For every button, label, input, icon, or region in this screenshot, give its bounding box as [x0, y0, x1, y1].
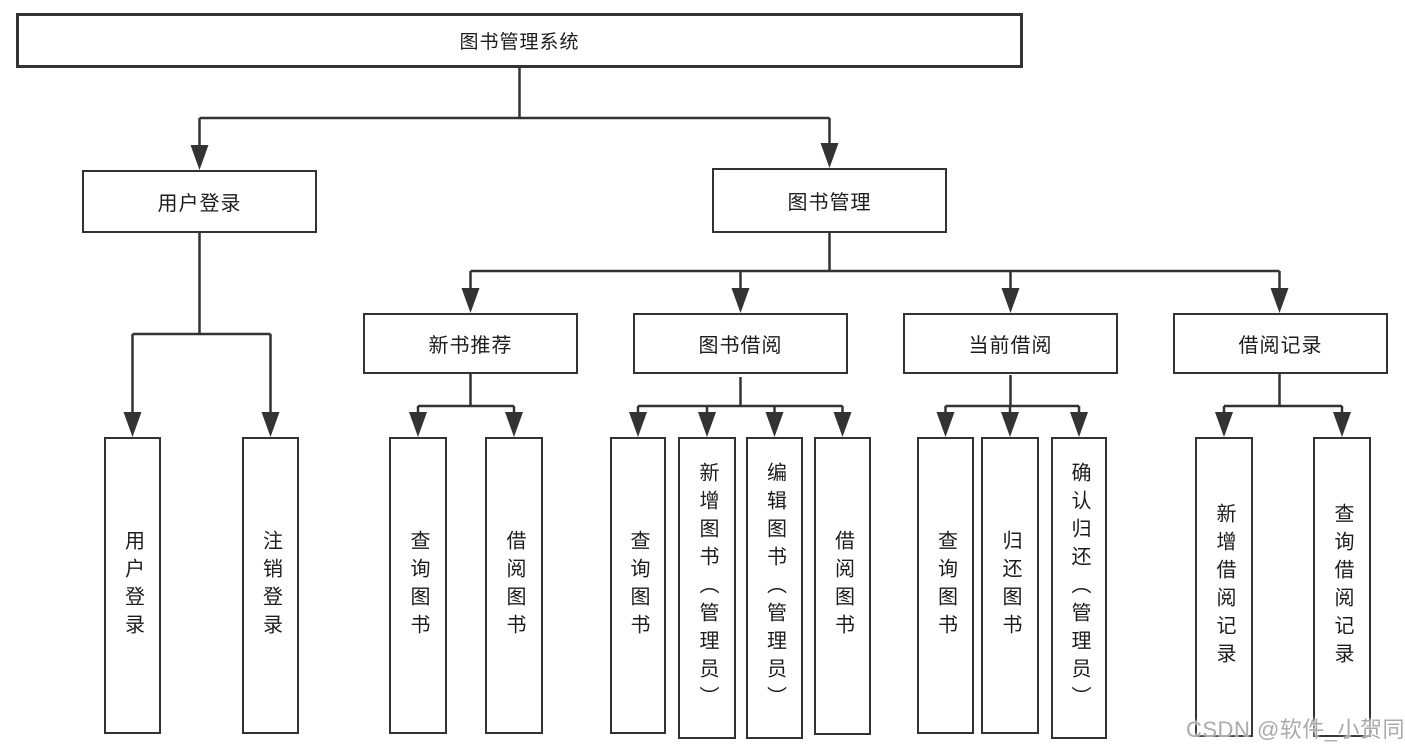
- node-label: 确认归还（管理员）: [1068, 462, 1090, 714]
- leaf-borrow-books-recommend: 借阅图书: [485, 437, 543, 734]
- node-label: 借阅记录: [1238, 335, 1323, 357]
- leaf-logout: 注销登录: [242, 437, 299, 734]
- leaf-confirm-return-admin: 确认归还（管理员）: [1051, 437, 1107, 739]
- node-label: 图书借阅: [698, 335, 783, 357]
- arrowheads: [123, 143, 1351, 437]
- node-label: 新增借阅记录: [1213, 503, 1235, 671]
- node-user-login: 用户登录: [82, 170, 317, 233]
- node-new-book-recommend: 新书推荐: [363, 313, 578, 374]
- leaf-query-books-current: 查询图书: [917, 437, 974, 734]
- leaf-query-borrow-record: 查询借阅记录: [1313, 437, 1371, 737]
- node-label: 编辑图书（管理员）: [763, 462, 786, 714]
- node-label: 查询图书: [407, 529, 429, 642]
- node-label: 注销登录: [259, 529, 282, 642]
- leaf-query-books-recommend: 查询图书: [389, 437, 447, 734]
- node-label: 查询图书: [934, 529, 957, 642]
- node-label: 图书管理: [787, 192, 872, 214]
- node-label: 用户登录: [157, 193, 242, 215]
- node-label: 借阅图书: [831, 530, 854, 642]
- node-label: 新增图书（管理员）: [696, 462, 718, 714]
- node-library-system: 图书管理系统: [16, 13, 1023, 68]
- leaf-query-books-borrow: 查询图书: [610, 437, 666, 734]
- node-label: 当前借阅: [968, 335, 1053, 357]
- leaf-add-book-admin: 新增图书（管理员）: [678, 437, 736, 739]
- node-borrowing-records: 借阅记录: [1173, 313, 1388, 374]
- leaf-return-book: 归还图书: [981, 437, 1039, 734]
- leaf-add-borrow-record: 新增借阅记录: [1195, 437, 1253, 737]
- node-label: 用户登录: [121, 529, 144, 642]
- csdn-watermark: CSDN @软件_小贺同学: [1186, 717, 1405, 742]
- node-label: 查询图书: [627, 529, 649, 642]
- node-label: 查询借阅记录: [1331, 503, 1353, 671]
- node-current-borrowing: 当前借阅: [903, 313, 1118, 374]
- leaf-user-login: 用户登录: [104, 437, 161, 734]
- node-book-management: 图书管理: [712, 168, 947, 233]
- leaf-borrow-books: 借阅图书: [814, 437, 871, 735]
- node-label: 借阅图书: [503, 529, 525, 642]
- node-book-borrowing: 图书借阅: [633, 313, 848, 374]
- leaf-edit-book-admin: 编辑图书（管理员）: [746, 437, 803, 739]
- node-label: 图书管理系统: [459, 32, 580, 53]
- node-label: 新书推荐: [428, 335, 513, 357]
- node-label: 归还图书: [999, 529, 1021, 642]
